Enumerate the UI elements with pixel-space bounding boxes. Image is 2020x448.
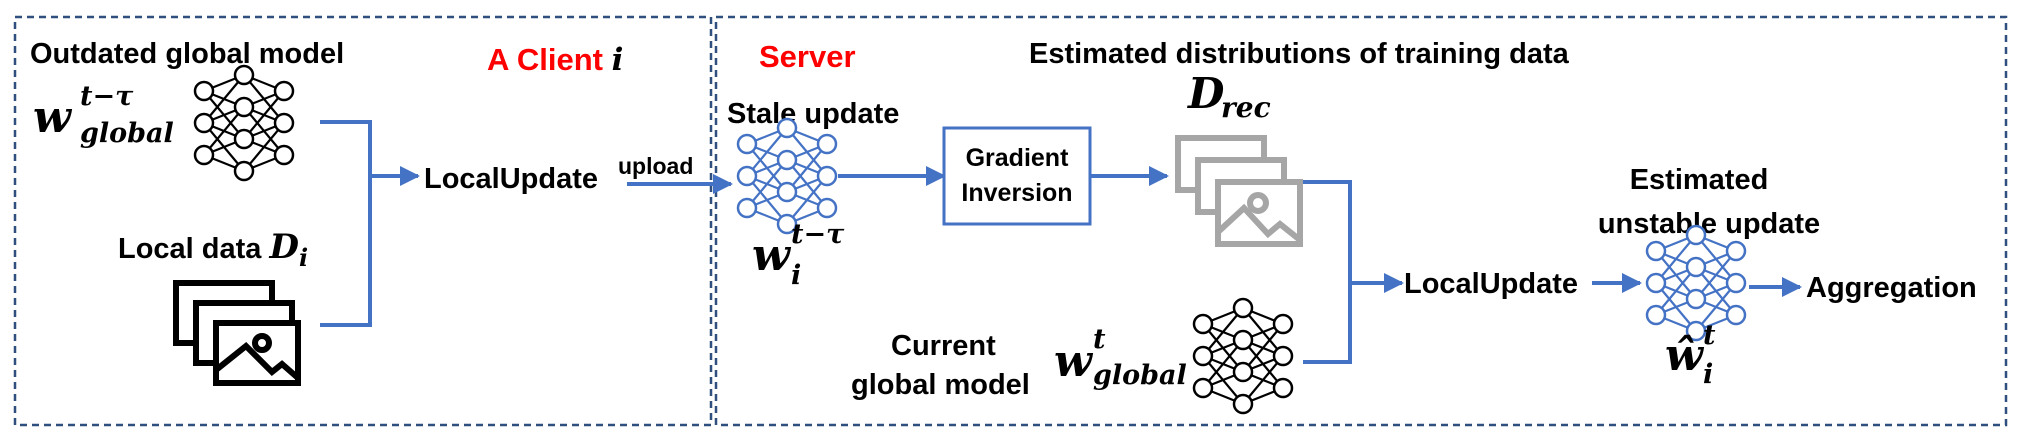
svg-text:w: w — [33, 92, 73, 143]
current-weight-label: w t global — [1054, 324, 1187, 391]
estimated-distributions-title: Estimated distributions of training data — [1029, 38, 1570, 70]
server-localupdate: LocalUpdate — [1404, 268, 1578, 300]
svg-text:t−τ: t−τ — [80, 81, 134, 112]
reconstructed-images-icon — [1175, 135, 1303, 247]
gradient-inversion-box — [942, 126, 1092, 226]
local-images-icon — [173, 280, 301, 386]
gradient-inversion-line2: Inversion — [961, 179, 1072, 207]
stale-update-label: Stale update — [727, 98, 899, 130]
outdated-network-icon — [193, 64, 295, 182]
svg-text:t: t — [1703, 320, 1716, 351]
stale-weight-label: w t−τ i — [752, 219, 845, 291]
drec-label: D rec — [1187, 69, 1271, 124]
client-localupdate: LocalUpdate — [424, 163, 598, 195]
svg-text:rec: rec — [1221, 91, 1271, 124]
svg-text:i: i — [791, 260, 801, 291]
svg-text:t−τ: t−τ — [791, 219, 845, 250]
estimated-unstable-line1: Estimated — [1630, 164, 1769, 196]
svg-text:D: D — [1187, 69, 1225, 118]
client-title: A Client i — [487, 42, 623, 78]
current-label-line2: global model — [851, 369, 1030, 401]
svg-text:ŵ: ŵ — [1665, 330, 1705, 381]
svg-text:global: global — [1093, 360, 1187, 391]
svg-text:global: global — [80, 118, 174, 149]
client-panel — [13, 15, 713, 427]
estimated-weight-label: ŵ t i — [1665, 320, 1716, 390]
outdated-model-label: Outdated global model — [30, 38, 344, 70]
server-title: Server — [759, 39, 856, 74]
server-panel — [714, 15, 2008, 427]
local-data-label: Local data Di — [118, 227, 308, 272]
current-network-icon — [1192, 297, 1294, 415]
outdated-weight-label: w t−τ global — [33, 81, 174, 149]
estimated-network-icon — [1645, 224, 1747, 342]
svg-text:i: i — [1703, 359, 1713, 390]
svg-text:w: w — [1054, 336, 1094, 387]
current-label-line1: Current — [891, 330, 996, 362]
svg-text:t: t — [1093, 324, 1106, 355]
stale-network-icon — [736, 117, 838, 235]
aggregation-label: Aggregation — [1806, 272, 1977, 304]
estimated-unstable-line2: unstable update — [1598, 208, 1820, 240]
gradient-inversion-line1: Gradient — [966, 144, 1069, 172]
svg-text:w: w — [752, 230, 792, 281]
server-connectors — [1303, 180, 1404, 364]
upload-label: upload — [618, 153, 693, 179]
